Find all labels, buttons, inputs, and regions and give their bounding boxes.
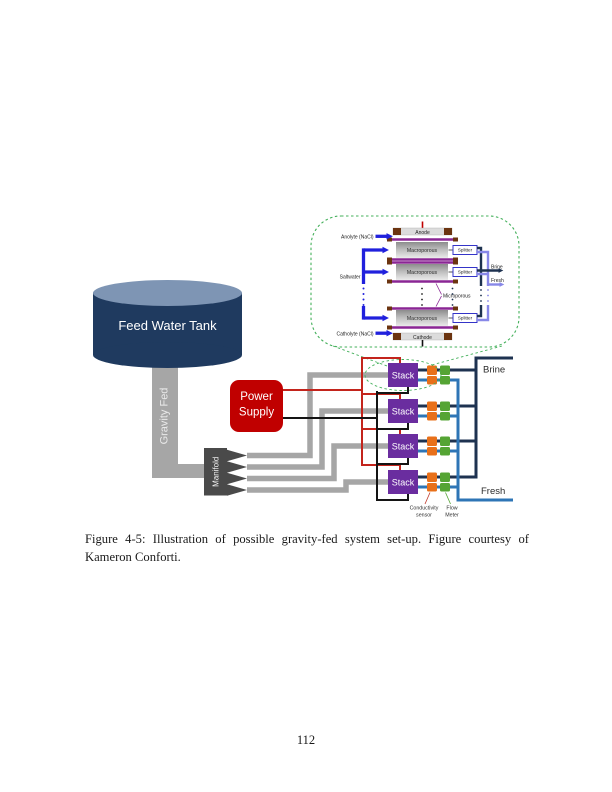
caption-line1: Figure 4-5: Illustration of possible gra… — [85, 532, 529, 546]
stack-box — [388, 363, 418, 387]
manifold: Manifold — [204, 448, 247, 496]
figure-caption: Figure 4-5: Illustration of possible gra… — [85, 531, 529, 567]
brine-label: Brine — [483, 365, 505, 376]
macroporous-label: Macroporous — [407, 248, 438, 254]
splitter-label: Splitter — [458, 248, 473, 253]
cathode-assembly: Cathode — [392, 332, 453, 347]
stack-label: Stack — [392, 478, 415, 488]
caption-line2: Kameron Conforti. — [85, 549, 181, 564]
anolyte-feed: Anolyte (NaCl) — [341, 233, 393, 240]
page-number: 112 — [296, 733, 316, 747]
splitter-box — [452, 313, 478, 323]
fresh-label: Fresh — [481, 486, 505, 497]
splitter-box — [452, 245, 478, 255]
stack-highlight-ellipse — [364, 359, 442, 391]
membranes — [387, 237, 458, 330]
macroporous-label: Macroporous — [407, 270, 438, 276]
gravity-fed-label: Gravity Fed — [159, 388, 171, 445]
manifold-label: Manifold — [212, 457, 221, 487]
sensor-captions: Conductivity sensor Flow Meter — [410, 492, 459, 519]
stack-label: Stack — [392, 371, 415, 381]
stacks: Stack Stack Stack Stack — [388, 363, 418, 494]
splitter-box — [452, 267, 478, 277]
saltwater-label: Saltwater — [340, 274, 361, 280]
splitters: Splitter Splitter Splitter — [448, 245, 478, 323]
power-supply-label-line2: Supply — [239, 407, 274, 419]
anode-assembly: Anode — [392, 221, 453, 236]
anolyte-label: Anolyte (NaCl) — [341, 234, 374, 240]
microporous-label: Microporous — [443, 294, 471, 300]
tank-label: Feed Water Tank — [118, 318, 217, 333]
macroporous-box — [396, 264, 448, 280]
stack-box — [388, 399, 418, 423]
flow-meter-label-line1: Flow — [446, 506, 457, 512]
flow-meters — [440, 365, 450, 492]
stack-box — [388, 434, 418, 458]
stack-label: Stack — [392, 442, 415, 452]
macroporous-box — [396, 310, 448, 326]
conductivity-sensor-label-line2: sensor — [416, 513, 432, 519]
saltwater-tree: Saltwater — [340, 246, 389, 322]
macroporous-label: Macroporous — [407, 316, 438, 322]
gravity-pipe: Gravity Fed — [152, 355, 206, 478]
microporous-callout: Microporous — [435, 283, 471, 307]
power-supply-label-line1: Power — [240, 391, 273, 403]
splitter-label: Splitter — [458, 270, 473, 275]
cathode-label: Cathode — [413, 335, 432, 341]
catholyte-label: Catholyte (NaCl) — [337, 331, 374, 337]
power-supply: Power Supply — [230, 380, 283, 432]
fresh-lines — [418, 378, 513, 502]
anode-label: Anode — [415, 230, 430, 236]
feed-water-tank: Feed Water Tank — [93, 280, 242, 368]
conductivity-sensors — [427, 365, 437, 492]
inset-output-lines — [477, 246, 505, 322]
inset-fresh-label: Fresh — [491, 278, 504, 284]
macroporous-units: Macroporous Macroporous Macroporous — [396, 242, 448, 326]
continuation-dots — [362, 287, 489, 306]
stack-box — [388, 470, 418, 494]
stack-label: Stack — [392, 407, 415, 417]
splitter-label: Splitter — [458, 316, 473, 321]
inset-brine-label: Brine — [491, 264, 503, 270]
conductivity-sensor-label-line1: Conductivity — [410, 506, 439, 512]
black-wiring — [283, 386, 409, 501]
macroporous-box — [396, 242, 448, 258]
catholyte-feed: Catholyte (NaCl) — [337, 329, 393, 337]
flow-meter-label-line2: Meter — [445, 513, 459, 519]
